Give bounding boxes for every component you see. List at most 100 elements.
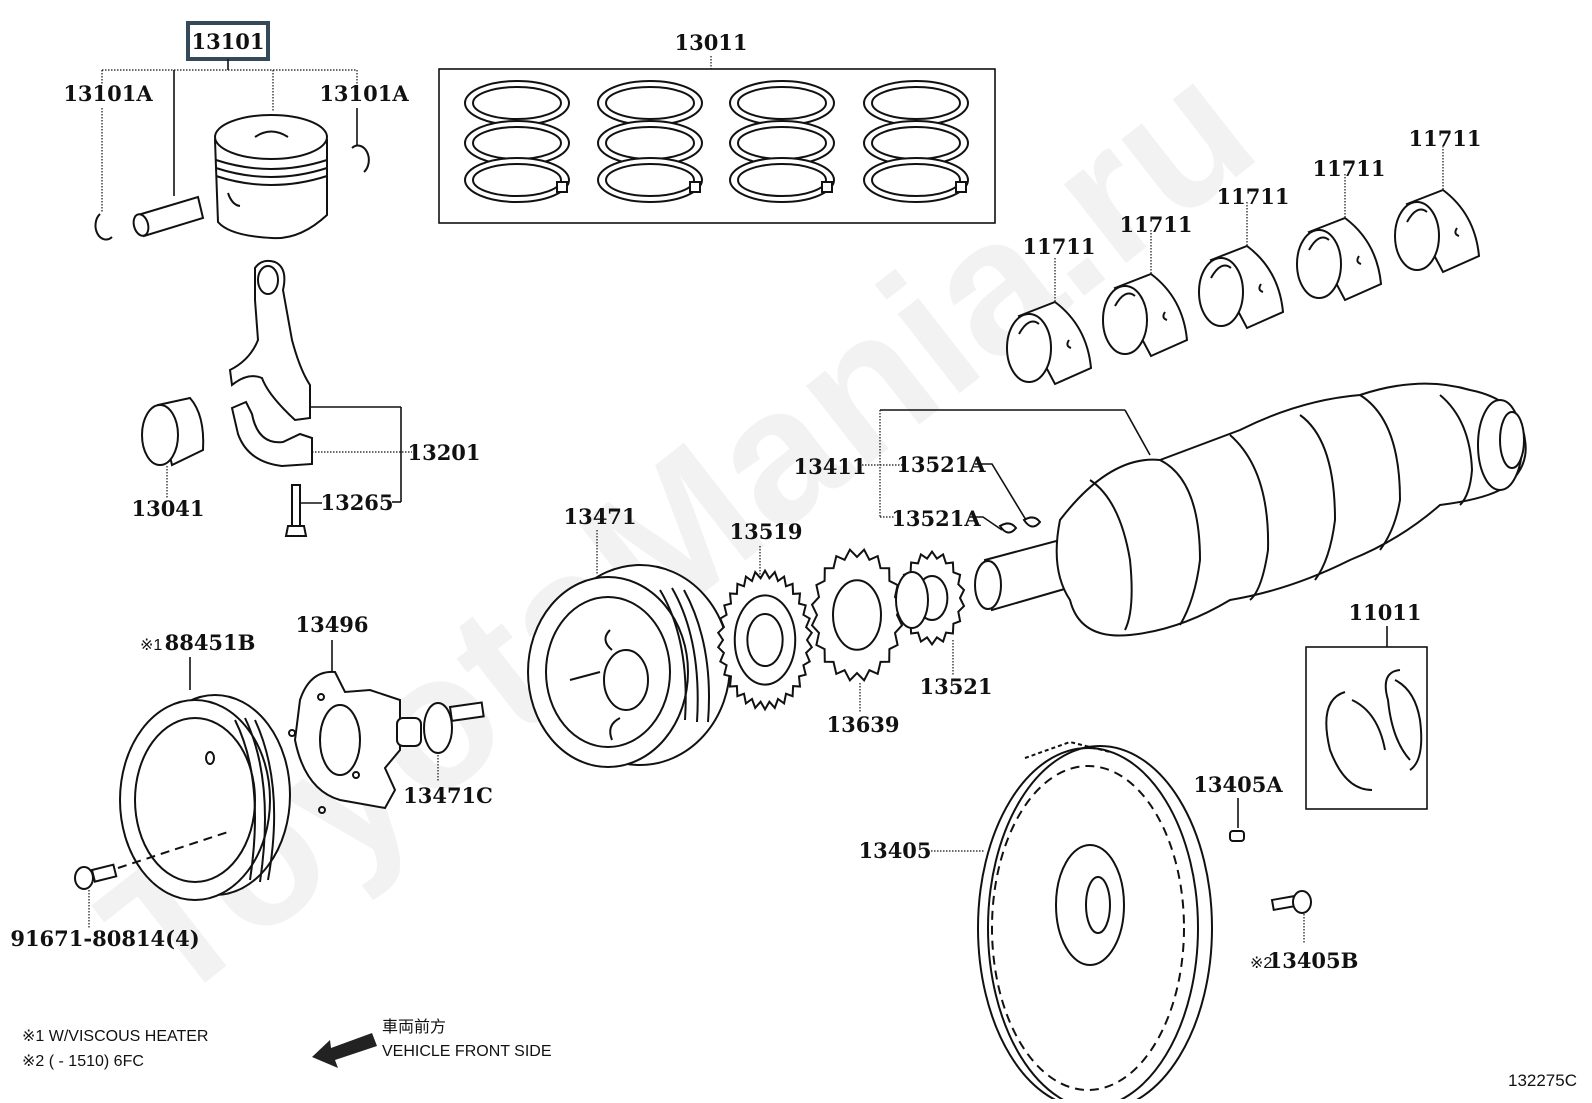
part-label-11711-2[interactable]: 11711 bbox=[1119, 212, 1192, 237]
leader-line bbox=[975, 463, 1027, 521]
woodruff-key-icon bbox=[998, 516, 1042, 534]
part-label-13521a-top[interactable]: 13521A bbox=[896, 452, 986, 477]
thrust-washer-box bbox=[1305, 646, 1428, 810]
part-label-13471[interactable]: 13471 bbox=[563, 504, 636, 529]
main-bearing-icon bbox=[1394, 146, 1481, 274]
crank-pulley-group[interactable]: 13471 bbox=[527, 504, 731, 768]
part-label-11711-4[interactable]: 11711 bbox=[1312, 156, 1385, 181]
leader-line bbox=[1124, 409, 1151, 456]
dowel-pin-icon bbox=[1229, 830, 1245, 842]
direction-label-jp: 車両前方 bbox=[382, 1018, 446, 1036]
piston-ring-icon bbox=[729, 157, 835, 203]
timing-sprocket-group[interactable]: 13521 bbox=[895, 549, 993, 699]
alignment-line bbox=[117, 831, 229, 869]
piston-pin-icon bbox=[132, 195, 205, 238]
part-label-13041[interactable]: 13041 bbox=[131, 496, 204, 521]
gear-teeth bbox=[810, 548, 904, 682]
piston-icon bbox=[213, 114, 328, 240]
main-bearing-icon bbox=[1296, 174, 1383, 302]
arrow-left-icon bbox=[312, 1033, 377, 1068]
thrust-washer-group[interactable]: 11011 bbox=[1305, 600, 1428, 810]
crank-pulley-icon bbox=[527, 564, 731, 768]
part-label-11011[interactable]: 11011 bbox=[1348, 600, 1421, 625]
part-label-13101a-right[interactable]: 13101A bbox=[319, 81, 409, 106]
part-label-13405a[interactable]: 13405A bbox=[1193, 772, 1283, 797]
connecting-rod-group[interactable]: 13201 13265 bbox=[228, 259, 481, 537]
piston-rings bbox=[464, 80, 969, 203]
part-label-13471c[interactable]: 13471C bbox=[403, 783, 493, 808]
crank-gear-icon bbox=[716, 568, 814, 712]
gear-teeth bbox=[716, 568, 814, 712]
part-label-91671-80814[interactable]: 91671-80814(4) bbox=[10, 926, 199, 951]
part-label-13265[interactable]: 13265 bbox=[320, 490, 393, 515]
connecting-rod-icon bbox=[228, 259, 313, 468]
piston-ring-set-icon bbox=[464, 80, 570, 203]
collar bbox=[895, 571, 929, 629]
main-bearing-group[interactable]: 11711 11711 11711 11711 11711 bbox=[1006, 126, 1482, 386]
footnote-1: ※1 W/VISCOUS HEATER bbox=[22, 1028, 208, 1045]
rod-bolt-icon bbox=[284, 484, 308, 537]
footnotes: ※1 W/VISCOUS HEATER ※2 ( - 1510) 6FC bbox=[22, 1028, 208, 1070]
part-label-13521a-bottom[interactable]: 13521A bbox=[891, 506, 981, 531]
drive-plate-icon bbox=[977, 740, 1213, 1103]
main-bearing-icon bbox=[1006, 258, 1093, 386]
thrust-washer-icon bbox=[1325, 669, 1423, 791]
pulley-bolt-group[interactable]: 91671-80814(4) bbox=[10, 863, 200, 951]
part-label-11711-1[interactable]: 11711 bbox=[1022, 234, 1095, 259]
part-label-13521[interactable]: 13521 bbox=[919, 674, 992, 699]
part-label-13519[interactable]: 13519 bbox=[729, 519, 802, 544]
piston-ring-set-icon bbox=[597, 80, 703, 203]
part-label-13411[interactable]: 13411 bbox=[793, 454, 866, 479]
main-bearing-icon bbox=[1102, 230, 1189, 358]
piston-group[interactable]: 13101 13101A 13101A bbox=[63, 21, 409, 241]
sprocket-group[interactable]: 13639 bbox=[810, 548, 904, 737]
damper-plate-icon bbox=[288, 670, 401, 814]
piston-ring-set-icon bbox=[863, 80, 969, 203]
piston-ring-set-icon bbox=[729, 80, 835, 203]
heater-pulley-icon bbox=[119, 694, 291, 901]
main-bearings bbox=[1006, 146, 1481, 386]
piston-ring-icon bbox=[597, 157, 703, 203]
highlight-box bbox=[186, 21, 270, 61]
crank-pulley-bolt-group[interactable]: 13471C bbox=[396, 701, 493, 808]
direction-label-en: VEHICLE FRONT SIDE bbox=[382, 1043, 552, 1060]
figure-code: 132275C bbox=[1508, 1071, 1577, 1090]
piston-ring-icon bbox=[863, 157, 969, 203]
heater-pulley-group[interactable]: ※1 88451B bbox=[117, 630, 291, 901]
note-mark-2: ※2 bbox=[1250, 955, 1272, 972]
part-label-13201[interactable]: 13201 bbox=[407, 440, 480, 465]
part-label-11711-5[interactable]: 11711 bbox=[1408, 126, 1481, 151]
part-label-13101[interactable]: 13101 bbox=[191, 29, 264, 54]
piston-ring-set-group[interactable]: 13011 bbox=[438, 30, 996, 224]
footnote-2: ※2 ( - 1510) 6FC bbox=[22, 1053, 144, 1070]
part-label-13405b[interactable]: 13405B bbox=[1268, 948, 1359, 973]
leader-line bbox=[970, 516, 1003, 531]
timing-sprocket-icon bbox=[895, 549, 966, 647]
part-label-11711-3[interactable]: 11711 bbox=[1216, 184, 1289, 209]
part-label-88451b[interactable]: 88451B bbox=[165, 630, 256, 655]
crank-pulley-bolt-icon bbox=[396, 701, 485, 754]
snap-ring-right-icon bbox=[351, 144, 370, 173]
sprocket-icon bbox=[810, 548, 904, 682]
damper-plate-group[interactable]: 13496 bbox=[288, 612, 401, 814]
part-label-13639[interactable]: 13639 bbox=[826, 712, 899, 737]
pulley-bolt-icon bbox=[74, 863, 118, 890]
part-label-13011[interactable]: 13011 bbox=[674, 30, 747, 55]
crankshaft-group[interactable]: 13411 13521A 13521A bbox=[793, 382, 1527, 637]
rod-bearing-group[interactable]: 13041 bbox=[131, 396, 205, 521]
part-label-13101a-left[interactable]: 13101A bbox=[63, 81, 153, 106]
crankshaft-icon bbox=[974, 382, 1527, 637]
rod-bearing-icon bbox=[141, 396, 205, 467]
crank-gear-group[interactable]: 13519 bbox=[716, 519, 814, 712]
drive-plate-group[interactable]: 13405 13405A ※2 13405B bbox=[858, 740, 1359, 1103]
note-mark-1: ※1 bbox=[140, 637, 162, 654]
vehicle-front-indicator: 車両前方 VEHICLE FRONT SIDE bbox=[312, 1018, 552, 1068]
snap-ring-left-icon bbox=[94, 213, 113, 241]
part-label-13405[interactable]: 13405 bbox=[858, 838, 931, 863]
ring-set-box bbox=[438, 68, 996, 224]
part-label-13496[interactable]: 13496 bbox=[295, 612, 368, 637]
drive-plate-bolt-icon bbox=[1270, 890, 1312, 914]
main-bearing-icon bbox=[1198, 202, 1285, 330]
